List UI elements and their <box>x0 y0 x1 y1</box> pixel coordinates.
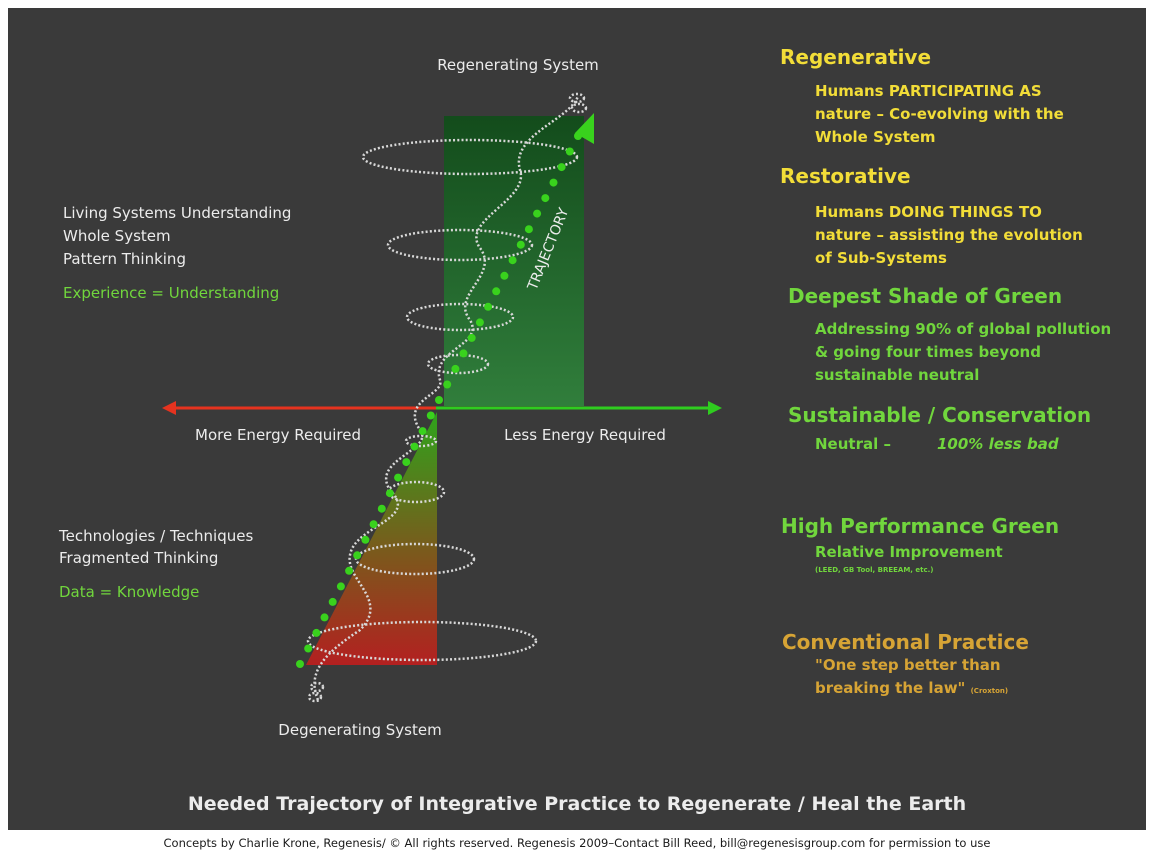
restorative-title: Restorative <box>780 164 911 188</box>
left-arrow-label: More Energy Required <box>195 426 361 444</box>
red-arrowhead <box>162 401 176 415</box>
bottom-coil-ring <box>307 691 323 703</box>
trajectory-dot <box>369 520 378 529</box>
neutral-label: Neutral – <box>815 435 891 453</box>
conventional-line: "One step better than <box>815 656 1001 674</box>
experience-equation: Experience = Understanding <box>63 284 280 302</box>
upper-left-line: Living Systems Understanding <box>63 204 292 222</box>
trajectory-dot <box>541 194 550 203</box>
trajectory-dots <box>296 132 582 668</box>
trajectory-dot <box>418 427 427 436</box>
trajectory-dot <box>549 178 558 187</box>
deepest-green-title: Deepest Shade of Green <box>788 284 1063 308</box>
regenerative-line: Whole System <box>815 128 936 146</box>
regenerative-line: nature – Co-evolving with the <box>815 105 1064 123</box>
trajectory-dot <box>394 473 403 482</box>
trajectory-dot <box>402 458 411 467</box>
trajectory-dot <box>320 613 329 622</box>
trajectory-dot <box>533 209 542 218</box>
rating-tools-note: (LEED, GB Tool, BREEAM, etc.) <box>815 566 934 574</box>
trajectory-dot <box>443 380 452 389</box>
right-arrow-label: Less Energy Required <box>504 426 666 444</box>
trajectory-dot <box>345 566 354 575</box>
trajectory-dot <box>484 302 493 311</box>
trajectory-dot <box>500 271 509 280</box>
trajectory-dot <box>377 504 386 513</box>
trajectory-dot <box>557 163 566 172</box>
trajectory-dot <box>508 256 517 265</box>
trajectory-dot <box>353 551 362 560</box>
top-label: Regenerating System <box>437 56 599 74</box>
less-bad-label: 100% less bad <box>937 435 1059 453</box>
lower-left-line: Fragmented Thinking <box>59 549 219 567</box>
spiral-ring <box>426 353 490 375</box>
spiral-ring <box>361 138 579 176</box>
regenerative-line: Humans PARTICIPATING AS <box>815 82 1042 100</box>
trajectory-dot <box>385 489 394 498</box>
deepest-green-line: Addressing 90% of global pollution <box>815 320 1112 338</box>
trajectory-arrowhead <box>575 113 594 144</box>
trajectory-dot <box>304 644 313 653</box>
conventional-title: Conventional Practice <box>782 630 1029 654</box>
trajectory-dot <box>361 535 370 544</box>
restorative-line: of Sub-Systems <box>815 249 947 267</box>
lower-left-line: Technologies / Techniques <box>59 527 254 545</box>
deepest-green-line: & going four times beyond <box>815 343 1041 361</box>
trajectory-dot <box>435 396 443 404</box>
footer-credit: Concepts by Charlie Krone, Regenesis/ © … <box>163 836 991 850</box>
upper-left-line: Whole System <box>63 227 171 245</box>
top-coil-ring <box>570 102 588 114</box>
trajectory-dot <box>426 411 435 420</box>
spiral-ring <box>386 480 446 504</box>
trajectory-dot <box>312 628 321 637</box>
data-equation: Data = Knowledge <box>59 583 200 601</box>
trajectory-dot <box>451 364 460 373</box>
trajectory-dot <box>459 349 468 358</box>
deepest-green-line: sustainable neutral <box>815 366 980 384</box>
trajectory-dot <box>410 442 419 451</box>
bottom-label: Degenerating System <box>278 721 441 739</box>
top-coil-ring <box>568 92 586 104</box>
upper-left-line: Pattern Thinking <box>63 250 186 268</box>
bottom-coil-ring <box>309 681 325 693</box>
relative-improvement-label: Relative Improvement <box>815 543 1003 561</box>
high-performance-title: High Performance Green <box>781 514 1060 538</box>
spiral-ring <box>386 228 534 262</box>
restorative-line: Humans DOING THINGS TO <box>815 203 1042 221</box>
trajectory-dot <box>467 333 476 342</box>
page-title: Needed Trajectory of Integrative Practic… <box>187 793 967 815</box>
degenerative-zone <box>306 412 437 665</box>
trajectory-dot <box>475 318 484 327</box>
spiral-ring <box>404 434 438 448</box>
trajectory-dot <box>492 287 501 296</box>
conventional-line: breaking the law" (Croxton) <box>815 677 1008 702</box>
bottom-coil <box>307 681 325 703</box>
spiral-rings <box>306 95 580 701</box>
sustainable-title: Sustainable / Conservation <box>788 403 1092 427</box>
green-arrowhead <box>708 401 722 415</box>
restorative-line: nature – assisting the evolution <box>815 226 1083 244</box>
spiral-ring <box>306 620 538 662</box>
trajectory-dot <box>296 660 304 668</box>
trajectory-dot <box>516 240 525 249</box>
conventional-quote-end: breaking the law" <box>815 679 966 697</box>
croxton-citation: (Croxton) <box>970 687 1009 695</box>
spiral-ring <box>405 302 515 332</box>
top-coil <box>568 92 588 114</box>
trajectory-dot <box>328 597 337 606</box>
trajectory-dot <box>565 147 574 156</box>
trajectory-dot <box>336 582 345 591</box>
regenerative-title: Regenerative <box>780 45 932 69</box>
trajectory-dot <box>524 225 533 234</box>
